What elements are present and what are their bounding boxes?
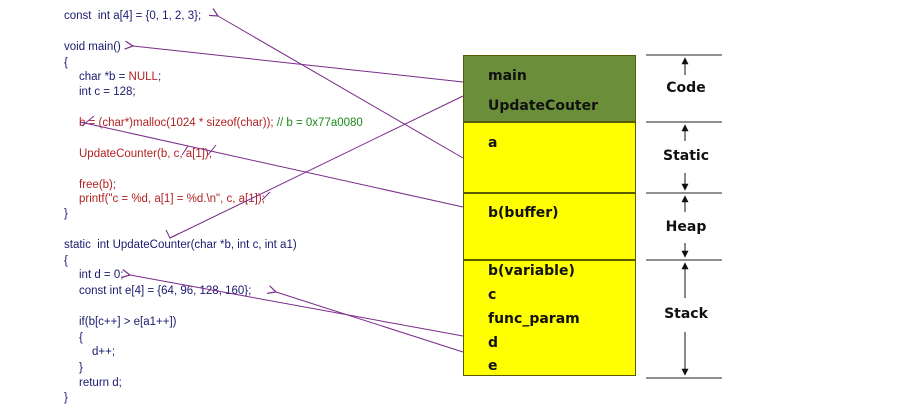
segment-label-stack: Stack xyxy=(664,306,708,322)
stack-block-label-d: d xyxy=(488,335,499,351)
code-line-return: return d; xyxy=(79,377,122,389)
code-line-open-brace-2: { xyxy=(64,255,68,267)
connector-buffer xyxy=(79,121,464,208)
code-line-close-brace-2: } xyxy=(64,392,68,404)
segment-separators xyxy=(646,54,722,379)
code-line-close-brace: } xyxy=(64,208,68,220)
code-block-label-main: main xyxy=(488,68,527,84)
code-line-const-e: const int e[4] = {64, 96, 128, 160}; xyxy=(79,285,252,297)
code-line-char-ptr: char *b = NULL; xyxy=(79,71,162,83)
connector-d xyxy=(130,275,464,337)
heap-segment-block: b(buffer) xyxy=(463,193,636,260)
code-line-open-brace-3: { xyxy=(79,332,83,344)
stack-block-label-c: c xyxy=(488,287,497,303)
connector-a xyxy=(218,16,464,159)
code-line-printf: printf("c = %d, a[1] = %d.\n", c, a[1]); xyxy=(79,193,265,205)
stack-block-label-variable: b(variable) xyxy=(488,263,575,279)
segment-label-code: Code xyxy=(666,80,706,96)
static-block-label-a: a xyxy=(488,135,498,151)
connector-updatecouter-tip xyxy=(165,229,179,239)
code-line-global-array: const int a[4] = {0, 1, 2, 3}; xyxy=(64,10,202,22)
code-line-free: free(b); xyxy=(79,179,117,191)
code-block-label-updatecouter: UpdateCouter xyxy=(488,98,598,114)
strike-a1-printf xyxy=(261,191,271,201)
code-line-update-decl: static int UpdateCounter(char *b, int c,… xyxy=(64,239,297,251)
strike-c xyxy=(181,145,189,156)
connector-updatecouter xyxy=(169,95,464,239)
code-line-close-brace-3: } xyxy=(79,362,83,374)
code-listing: const int a[4] = {0, 1, 2, 3}; void main… xyxy=(0,0,440,418)
stack-block-label-e: e xyxy=(488,358,498,374)
code-line-increment: d++; xyxy=(92,346,116,358)
stack-block-label-func-param: func_param xyxy=(488,311,580,327)
code-line-open-brace: { xyxy=(64,57,68,69)
code-line-int-d: int d = 0; xyxy=(79,269,124,281)
code-segment-block: main UpdateCouter xyxy=(463,55,636,122)
heap-block-label-buffer: b(buffer) xyxy=(488,205,559,221)
code-line-int-c: int c = 128; xyxy=(79,86,136,98)
strike-a1 xyxy=(207,144,217,156)
code-line-if: if(b[c++] > e[a1++]) xyxy=(79,316,177,328)
static-segment-block: a xyxy=(463,122,636,193)
connector-e xyxy=(276,292,464,353)
code-line-update-call: UpdateCounter(b, c, a[1]); xyxy=(79,148,212,160)
segment-label-static: Static xyxy=(662,148,709,164)
code-line-main-decl: void main() xyxy=(64,41,121,53)
segment-label-heap: Heap xyxy=(665,219,707,235)
connector-lines xyxy=(79,16,464,353)
strike-b xyxy=(81,115,95,127)
connector-main xyxy=(133,46,464,83)
stack-segment-block: b(variable) c func_param d e xyxy=(463,260,636,376)
